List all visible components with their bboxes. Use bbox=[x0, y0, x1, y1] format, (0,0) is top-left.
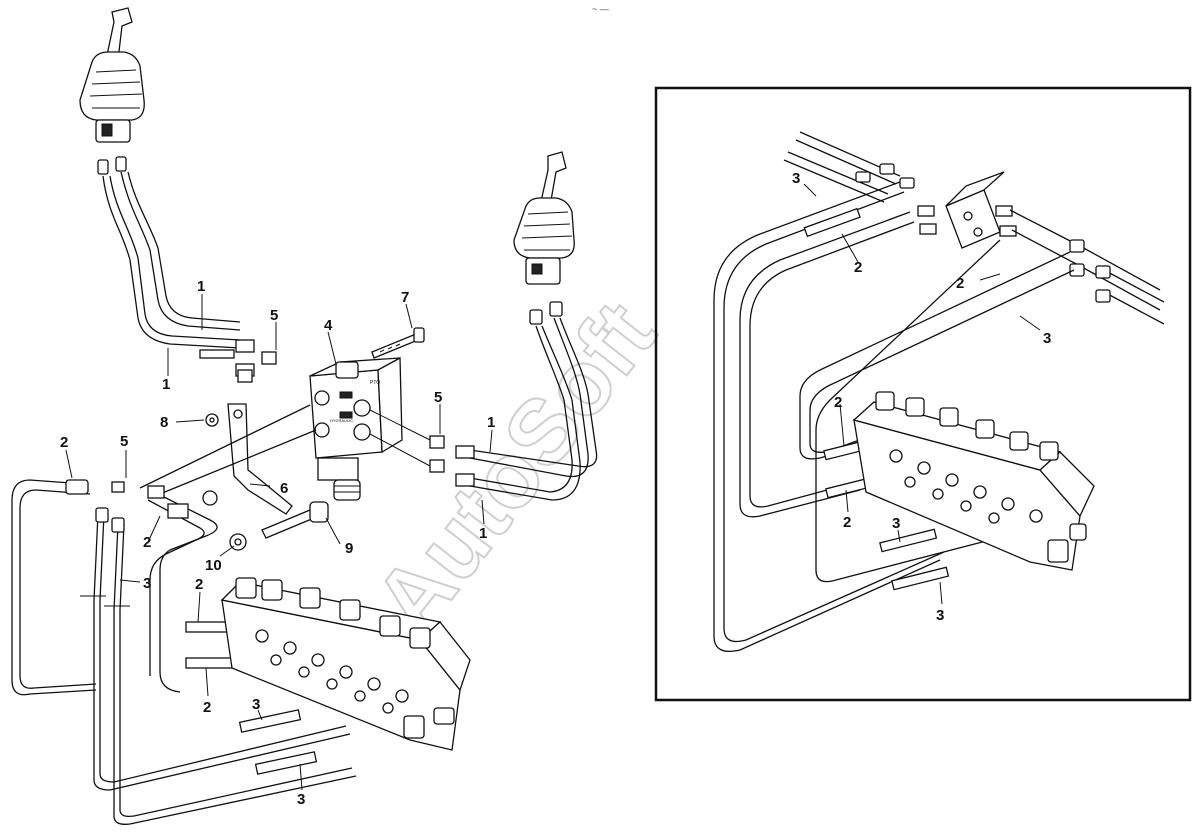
bracket-6 bbox=[227, 403, 293, 515]
detail-callout-3-c: 3 bbox=[892, 515, 900, 532]
control-valve-main bbox=[220, 577, 471, 751]
header-mark: ~ — bbox=[592, 4, 609, 14]
callout-5-a: 5 bbox=[270, 307, 278, 324]
callout-3-c: 3 bbox=[297, 791, 305, 808]
callout-10: 10 bbox=[205, 557, 222, 574]
callout-5-b: 5 bbox=[434, 389, 442, 406]
callout-9: 9 bbox=[345, 540, 353, 557]
detail-callout-3-d: 3 bbox=[936, 607, 944, 624]
inset-frame bbox=[654, 86, 1192, 702]
hose-set-1-right bbox=[369, 317, 598, 501]
callout-3-a: 3 bbox=[143, 575, 151, 592]
hose-set-1-left bbox=[102, 171, 277, 383]
bolt-7 bbox=[371, 327, 425, 359]
callout-3-b: 3 bbox=[252, 696, 260, 713]
callout-5-c: 5 bbox=[120, 433, 128, 450]
callout-1-b: 1 bbox=[162, 376, 170, 393]
callout-1-c: 1 bbox=[487, 414, 495, 431]
right-joystick bbox=[513, 151, 575, 325]
detail-callout-2-d: 2 bbox=[843, 514, 851, 531]
callout-2-d: 2 bbox=[203, 699, 211, 716]
detail-callout-2-c: 2 bbox=[834, 394, 842, 411]
hose-set-2-3-left bbox=[11, 404, 357, 825]
callout-8: 8 bbox=[160, 414, 168, 431]
left-joystick bbox=[79, 7, 145, 175]
screw-9 bbox=[261, 501, 329, 539]
callout-1-d: 1 bbox=[479, 525, 487, 542]
callout-2-c: 2 bbox=[195, 576, 203, 593]
detail-inset bbox=[654, 86, 1192, 702]
fitting-8 bbox=[205, 413, 219, 427]
callout-2-b: 2 bbox=[143, 534, 151, 551]
nut-lower bbox=[202, 490, 218, 506]
callouts-detail: 3 2 2 3 2 2 3 3 bbox=[792, 170, 1051, 624]
pto-valve-block: PTO HYDRAULIC bbox=[309, 356, 403, 501]
leader-lines bbox=[65, 183, 1041, 791]
callout-1-a: 1 bbox=[197, 278, 205, 295]
callout-6: 6 bbox=[280, 480, 288, 497]
detail-callout-3-b: 3 bbox=[1043, 330, 1051, 347]
callout-7: 7 bbox=[401, 289, 409, 306]
detail-callout-3-a: 3 bbox=[792, 170, 800, 187]
detail-callout-2-a: 2 bbox=[854, 259, 862, 276]
valve-label-pto: PTO bbox=[370, 380, 380, 386]
detail-callout-2-b: 2 bbox=[956, 275, 964, 292]
callout-2-a: 2 bbox=[60, 434, 68, 451]
callouts-main: 1 1 1 1 2 2 2 2 3 3 3 4 5 5 5 6 7 8 9 10 bbox=[60, 278, 495, 808]
valve-label-hydraulic: HYDRAULIC bbox=[330, 418, 353, 423]
callout-4: 4 bbox=[324, 317, 333, 334]
